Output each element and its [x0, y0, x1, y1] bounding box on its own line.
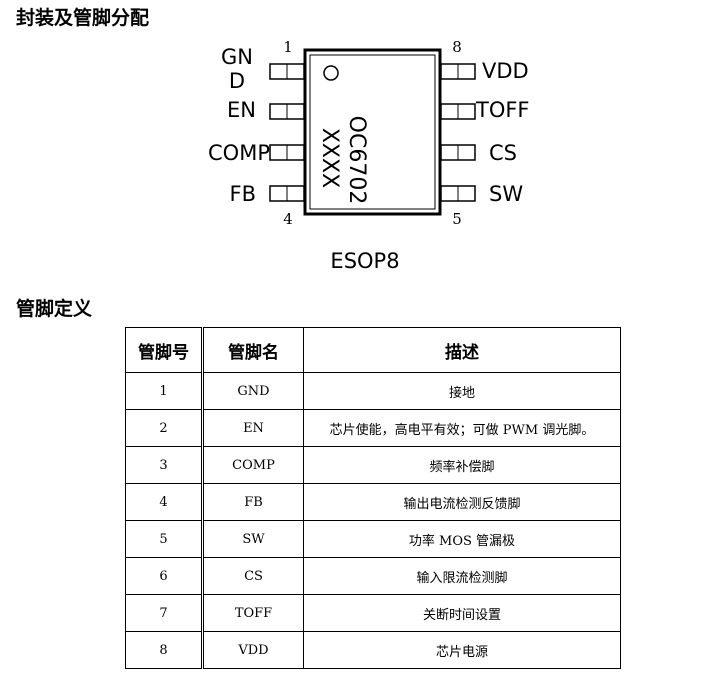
cell-pin-name: SW: [202, 520, 304, 558]
package-diagram: GN D EN COMP FB VDD TOFF CS SW 1 8 4 5 O…: [208, 38, 530, 273]
cell-pin-name: TOFF: [202, 594, 304, 632]
cell-pin-number: 5: [125, 520, 204, 558]
cell-pin-name: COMP: [202, 446, 304, 484]
pin-label-toff: TOFF: [475, 98, 530, 122]
cell-description: 输入限流检测脚: [303, 557, 621, 595]
cell-description: 输出电流检测反馈脚: [303, 483, 621, 521]
table-row: 4 FB 输出电流检测反馈脚: [125, 483, 621, 521]
cell-pin-number: 4: [125, 483, 204, 521]
table-row: 7 TOFF 关断时间设置: [125, 594, 621, 632]
table-row: 5 SW 功率 MOS 管漏极: [125, 520, 621, 558]
cell-pin-name: FB: [202, 483, 304, 521]
cell-pin-name: GND: [202, 372, 304, 410]
pin-label-fb: FB: [230, 182, 257, 206]
cell-description: 芯片电源: [303, 631, 621, 669]
pin-label-cs: CS: [489, 141, 517, 165]
cell-pin-number: 3: [125, 446, 204, 484]
cell-pin-number: 1: [125, 372, 204, 410]
definition-section-title: 管脚定义: [16, 298, 93, 320]
header-description: 描述: [303, 327, 621, 373]
cell-pin-number: 6: [125, 557, 204, 595]
pin-label-vdd: VDD: [482, 59, 529, 83]
pin-number-5: 5: [452, 210, 462, 228]
table-row: 2 EN 芯片使能，高电平有效；可做 PWM 调光脚。: [125, 409, 621, 447]
pin-number-1: 1: [283, 38, 293, 56]
header-pin-name: 管脚名: [202, 327, 304, 373]
pin-number-8: 8: [452, 38, 462, 56]
header-pin-number: 管脚号: [125, 327, 204, 373]
pin-number-4: 4: [283, 210, 293, 228]
cell-description: 频率补偿脚: [303, 446, 621, 484]
table-row: 3 COMP 频率补偿脚: [125, 446, 621, 484]
package-section-title: 封装及管脚分配: [16, 7, 150, 29]
pin-label-comp: COMP: [208, 141, 270, 165]
table-row: 8 VDD 芯片电源: [125, 631, 621, 669]
package-name: ESOP8: [330, 249, 399, 273]
pin-label-sw: SW: [489, 182, 523, 206]
chip-marking-lot-code: XXXX: [317, 128, 342, 188]
table-row: 1 GND 接地: [125, 372, 621, 410]
cell-pin-name: CS: [202, 557, 304, 595]
cell-description: 芯片使能，高电平有效；可做 PWM 调光脚。: [303, 409, 621, 447]
pin-definition-table: 管脚号 管脚名 描述 1 GND 接地 2 EN 芯片使能，高电平有效；可做 P…: [125, 327, 621, 669]
cell-description: 关断时间设置: [303, 594, 621, 632]
chip-body-inner: [309, 54, 436, 210]
pin-label-gnd-line1: GN: [221, 45, 253, 69]
cell-description: 接地: [303, 372, 621, 410]
cell-pin-number: 2: [125, 409, 204, 447]
cell-pin-name: EN: [202, 409, 304, 447]
pin-label-en: EN: [227, 98, 256, 122]
cell-pin-number: 7: [125, 594, 204, 632]
cell-pin-number: 8: [125, 631, 204, 669]
cell-description: 功率 MOS 管漏极: [303, 520, 621, 558]
table-header-row: 管脚号 管脚名 描述: [125, 327, 621, 373]
table-row: 6 CS 输入限流检测脚: [125, 557, 621, 595]
pin-label-gnd-line2: D: [229, 69, 245, 93]
chip-marking-part-number: OC6702: [344, 116, 369, 205]
cell-pin-name: VDD: [202, 631, 304, 669]
pin1-marker-dot: [323, 65, 339, 81]
chip-body: [303, 48, 442, 216]
